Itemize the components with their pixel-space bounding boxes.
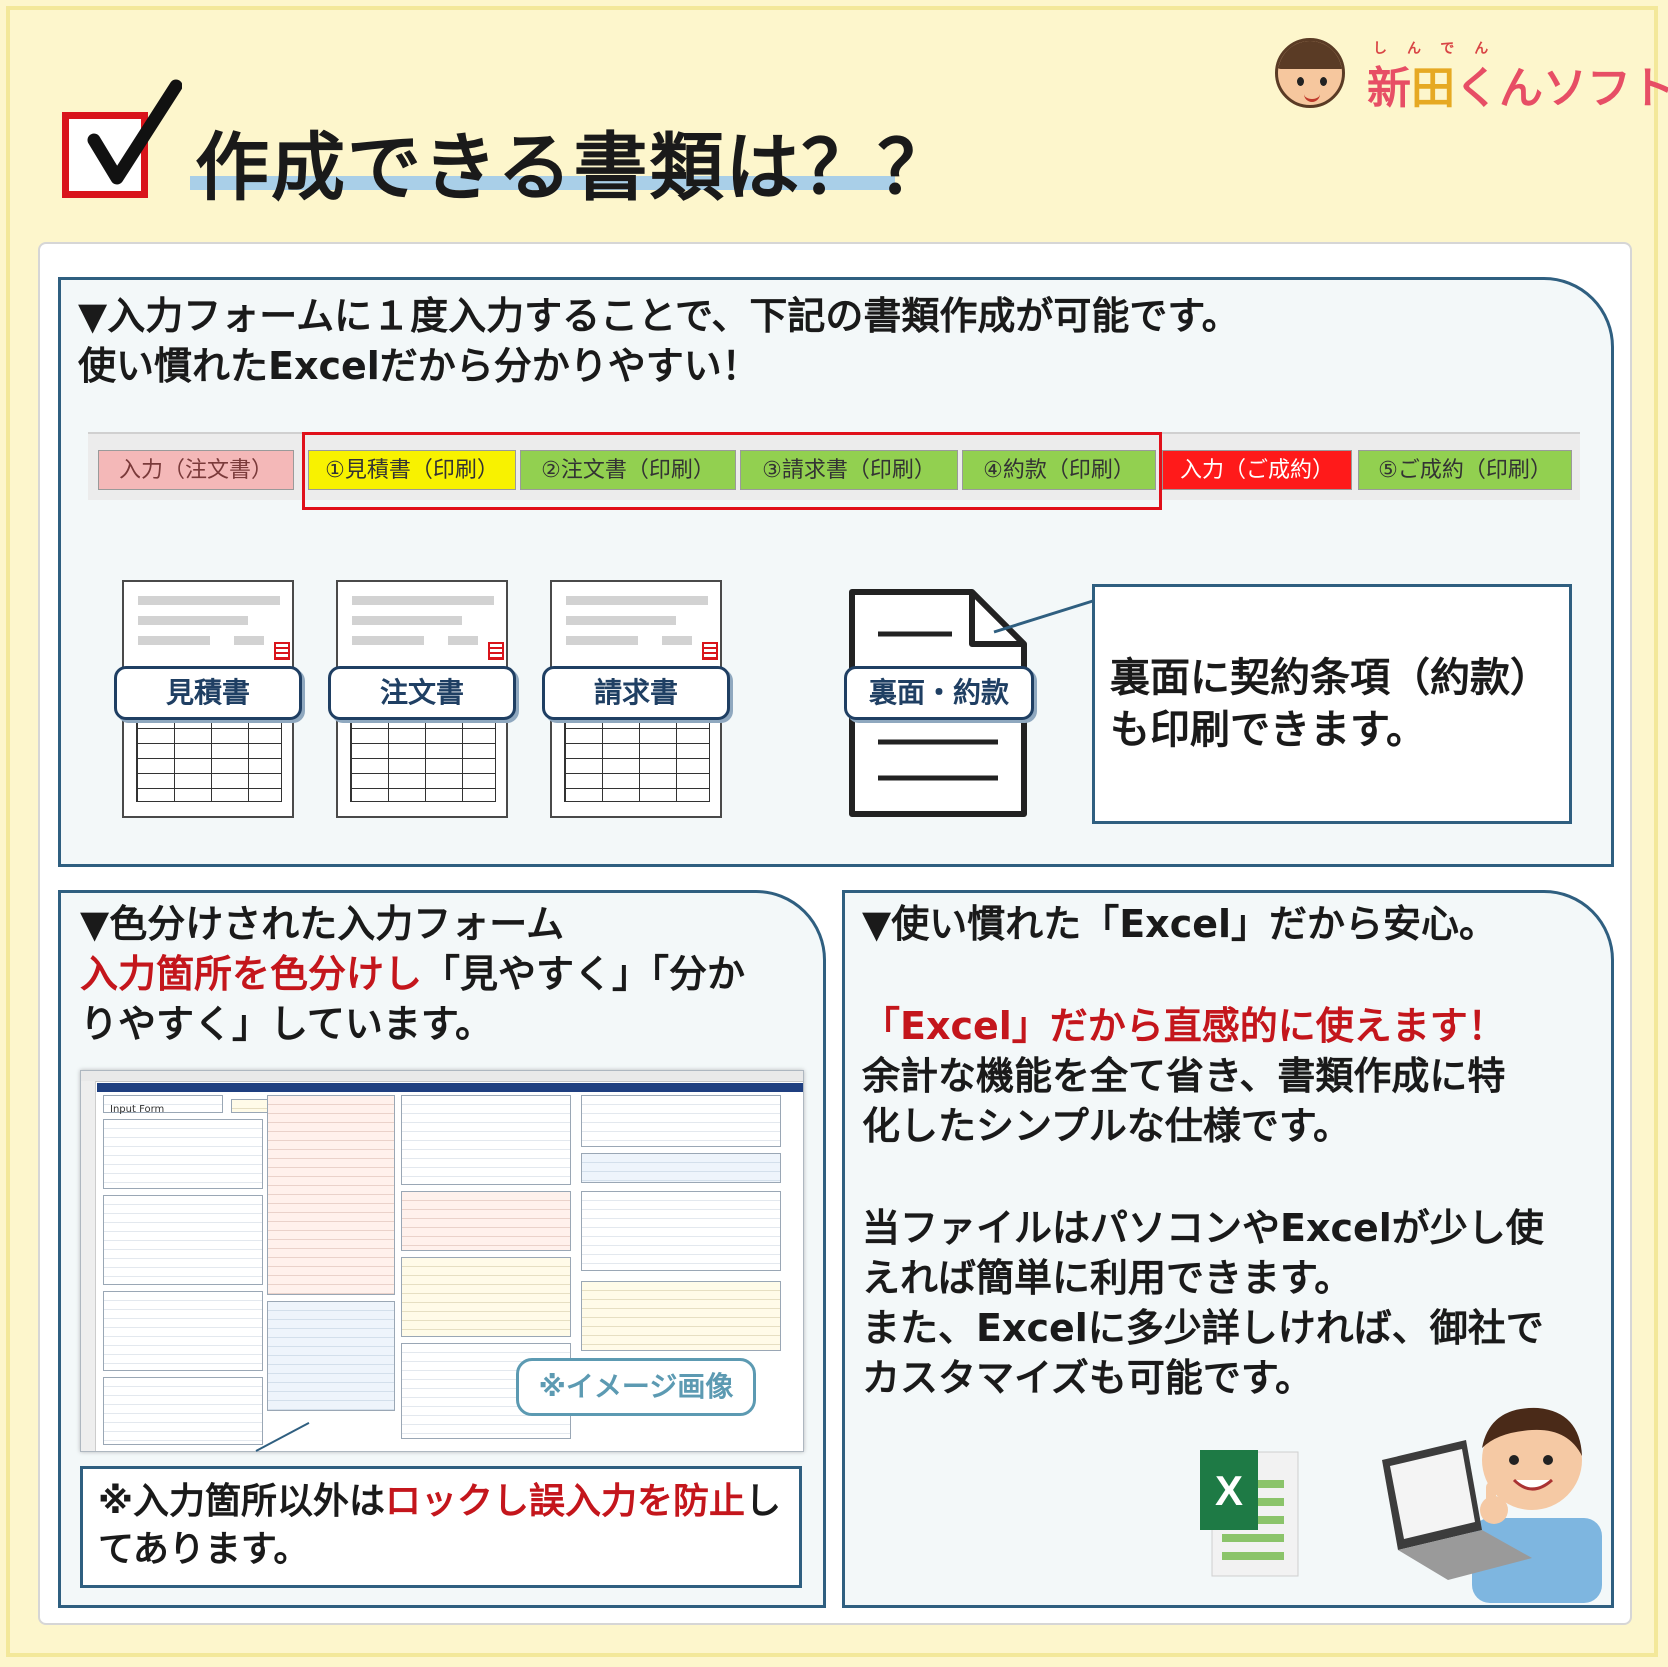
terms-note-line-2: も印刷できます。 (1110, 707, 1426, 753)
spreadsheet-screenshot (80, 1070, 804, 1452)
excel-icon-letter: X (1215, 1467, 1243, 1514)
excel-red-line: 「Excel」だから直感的に使えます！ (862, 1004, 1506, 1048)
mascot-face-icon (1275, 38, 1345, 108)
intro-line-1: ▼入力フォームに１度入力することで、下記の書類作成が可能です。 (78, 294, 1240, 338)
tab-highlight-frame (302, 432, 1162, 510)
excel-p2-line-2: えれば簡単に利用できます。 (862, 1256, 1353, 1300)
page-frame (6, 6, 1658, 1657)
tab-invoice-print[interactable]: ③請求書（印刷） (740, 450, 958, 490)
brand-logo: しんでん 新田くんソフト (1275, 38, 1668, 118)
lock-note-box (80, 1466, 802, 1588)
logo-text: 新田くんソフト (1367, 63, 1668, 114)
estimate-label: 見積書 (114, 666, 302, 720)
logo-ruby: しんでん (1373, 41, 1509, 57)
tab-order-print[interactable]: ②注文書（印刷） (520, 450, 736, 490)
title-underline (190, 176, 895, 190)
person-laptop-illustration (1382, 1407, 1602, 1603)
excel-p2-line-4: カスタマイズも可能です。 (862, 1356, 1314, 1400)
callout-line (993, 598, 1097, 634)
color-form-heading: ▼色分けされた入力フォーム (80, 902, 565, 946)
color-form-line-3: りやすく」しています。 (80, 1002, 494, 1046)
excel-heading: ▼使い慣れた「Excel」だから安心。 (862, 902, 1498, 946)
color-form-line-2: 入力箇所を色分けし「見やすく」「分か (80, 952, 746, 996)
excel-icon: X (1200, 1450, 1299, 1577)
tab-estimate-print[interactable]: ①見積書（印刷） (308, 450, 516, 490)
order-label: 注文書 (328, 666, 516, 720)
page-title: 作成できる書類は？？ (195, 125, 954, 211)
excel-p2-line-1: 当ファイルはパソコンやExcelが少し使 (862, 1206, 1544, 1250)
terms-note-line-1: 裏面に契約条項（約款） (1110, 655, 1550, 701)
excel-p1-line-2: 化したシンプルな仕様です。 (862, 1104, 1352, 1148)
tab-contract-print[interactable]: ⑤ご成約（印刷） (1358, 450, 1572, 490)
tab-input-order[interactable]: 入力（注文書） (98, 450, 294, 490)
terms-label: 裏面・約款 (844, 666, 1034, 720)
tab-terms-print[interactable]: ④約款（印刷） (962, 450, 1156, 490)
intro-line-2: 使い慣れたExcelだから分かりやすい！ (78, 344, 760, 388)
terms-note-box (1092, 584, 1572, 824)
image-badge: ※イメージ画像 (516, 1358, 756, 1416)
tab-input-contract[interactable]: 入力（ご成約） (1162, 450, 1352, 490)
lock-note-line-2: てあります。 (98, 1529, 310, 1570)
checkmark-icon (87, 79, 182, 185)
sheet-form-label: Input Form (110, 1104, 165, 1115)
excel-p1-line-1: 余計な機能を全て省き、書類作成に特 (862, 1054, 1506, 1098)
lock-note-line-1: ※入力箇所以外はロックし誤入力を防止し (98, 1481, 782, 1522)
excel-p2-line-3: また、Excelに多少詳しければ、御社で (862, 1306, 1544, 1350)
invoice-label: 請求書 (542, 666, 730, 720)
